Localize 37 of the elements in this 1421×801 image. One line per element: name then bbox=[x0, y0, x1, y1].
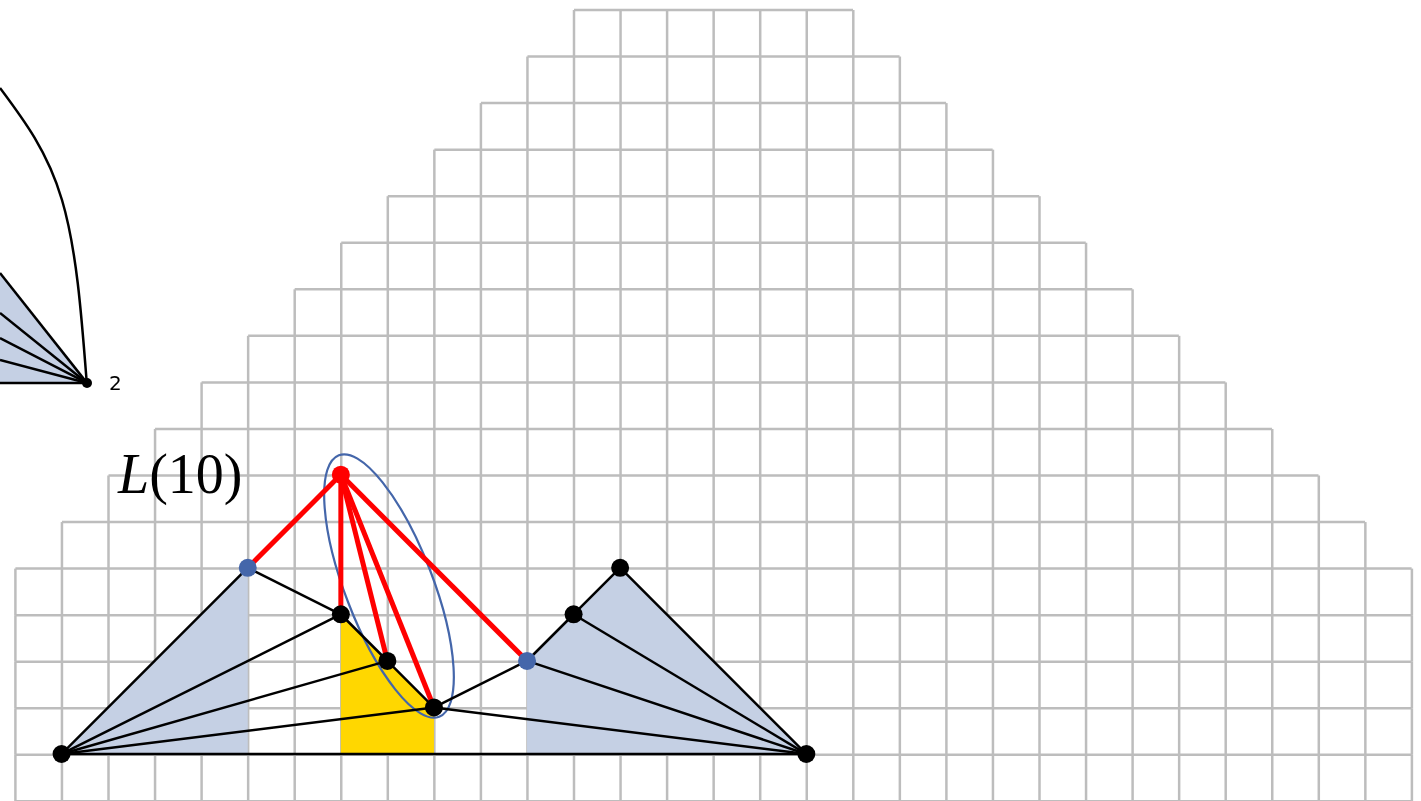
line bbox=[0, 312, 85, 382]
vertex-dot bbox=[82, 378, 92, 388]
line bbox=[69, 752, 799, 756]
vertex-dot bbox=[424, 698, 443, 717]
line bbox=[345, 619, 383, 657]
line bbox=[392, 665, 430, 703]
vertex-dot bbox=[611, 558, 630, 577]
line bbox=[66, 572, 243, 750]
line bbox=[68, 661, 381, 753]
vertex-dot bbox=[797, 745, 816, 763]
line bbox=[440, 663, 521, 705]
vertex-dot bbox=[518, 651, 537, 670]
line bbox=[578, 572, 616, 610]
line bbox=[68, 616, 335, 752]
vertex-dot bbox=[52, 745, 71, 763]
line bbox=[69, 707, 427, 755]
line bbox=[534, 662, 800, 753]
vertex-label: 2 bbox=[109, 371, 122, 395]
line bbox=[624, 572, 802, 750]
line bbox=[0, 358, 84, 384]
vertex-dot bbox=[564, 605, 583, 624]
line bbox=[0, 381, 83, 385]
highlighted-line bbox=[338, 482, 344, 607]
line bbox=[531, 619, 569, 657]
line bbox=[0, 87, 88, 380]
line bbox=[0, 336, 85, 383]
line bbox=[0, 272, 86, 381]
vertex-dot bbox=[331, 605, 350, 624]
line bbox=[579, 617, 801, 751]
vertex-dot bbox=[378, 651, 397, 670]
line bbox=[441, 707, 799, 755]
highlighted-line bbox=[344, 478, 524, 657]
vertex-dot bbox=[238, 558, 257, 577]
line bbox=[254, 570, 335, 612]
figure-label: L(10) bbox=[118, 442, 243, 506]
highlighted-line bbox=[251, 478, 337, 564]
vertex-dot bbox=[331, 465, 350, 484]
